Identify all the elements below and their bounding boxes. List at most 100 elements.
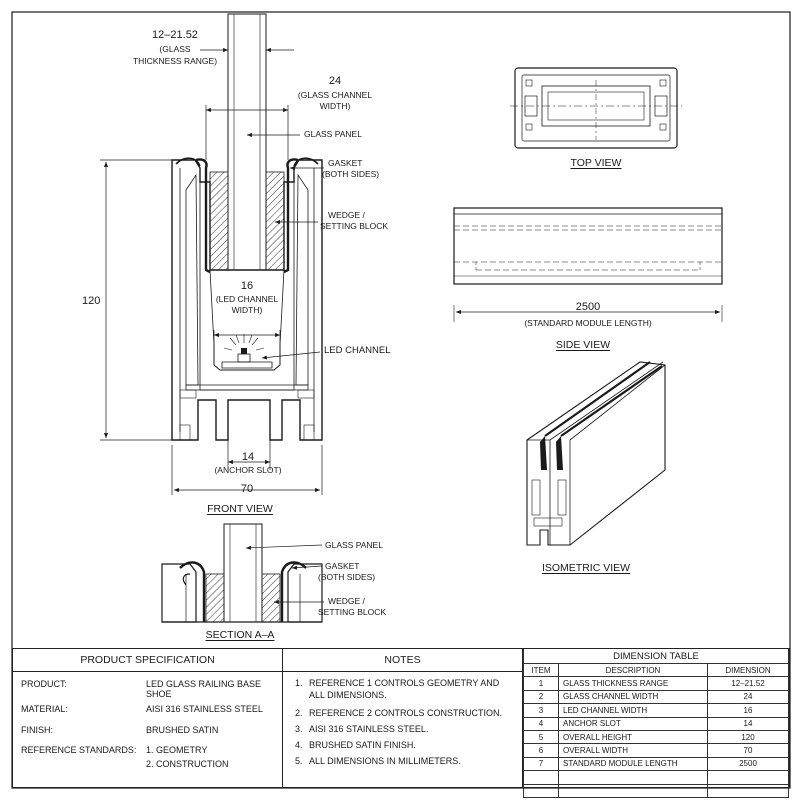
spec-key: FINISH:: [21, 725, 54, 735]
table-cell: 6: [523, 743, 559, 758]
table-cell: ANCHOR SLOT: [558, 716, 708, 731]
spec-key: MATERIAL:: [21, 704, 68, 714]
column-header: DIMENSION: [707, 662, 789, 678]
table-cell: [523, 770, 559, 785]
table-cell: LED CHANNEL WIDTH: [558, 703, 708, 718]
led-width-label: (LED CHANNEL: [215, 294, 279, 304]
table-cell: 3: [523, 703, 559, 718]
product-specification: PRODUCT SPECIFICATION PRODUCT: LED GLASS…: [13, 649, 283, 787]
section-view-title: SECTION A–A: [205, 629, 275, 641]
gasket-sides-label: (BOTH SIDES): [322, 169, 380, 179]
spec-heading: PRODUCT SPECIFICATION: [13, 649, 282, 672]
front-view-title: FRONT VIEW: [207, 503, 273, 515]
table-cell: [523, 783, 559, 798]
table-cell: 24: [707, 689, 789, 705]
dimension-table: DIMENSION TABLE ITEM DESCRIPTION DIMENSI…: [523, 649, 789, 798]
table-cell: 70: [707, 743, 789, 758]
note-text: AISI 316 STAINLESS STEEL.: [309, 724, 429, 734]
note-text: BRUSHED SATIN FINISH.: [309, 740, 416, 750]
note-text: REFERENCE 2 CONTROLS CONSTRUCTION.: [309, 708, 503, 718]
front-view-drawing: [171, 13, 323, 441]
left-wedge: [209, 171, 229, 271]
note-number: 4.: [295, 740, 303, 750]
table-cell: 16: [707, 703, 789, 718]
table-cell: 7: [523, 756, 559, 772]
table-cell: 5: [523, 729, 559, 745]
section-gasket-label: GASKET: [325, 561, 360, 571]
wedge-label: WEDGE /: [328, 210, 365, 220]
glass-thickness-value: 12–21.52: [152, 29, 198, 41]
anchor-slot-value: 14: [241, 451, 255, 463]
module-length-label: (STANDARD MODULE LENGTH): [524, 318, 652, 328]
channel-width-label-2: WIDTH): [319, 101, 351, 111]
right-wedge: [265, 171, 285, 271]
dimension-table-grid: DIMENSION TABLE ITEM DESCRIPTION DIMENSI…: [523, 649, 789, 798]
spec-value: 1. GEOMETRY: [146, 745, 208, 755]
table-cell: [558, 783, 708, 798]
note-item: 1. REFERENCE 1 CONTROLS GEOMETRY AND ALL…: [295, 677, 516, 701]
channel-width-value: 24: [328, 75, 342, 87]
isometric-view-drawing: [526, 361, 666, 546]
column-header: DESCRIPTION: [558, 662, 708, 678]
table-cell: STANDARD MODULE LENGTH: [558, 756, 708, 772]
led-width-value: 16: [240, 280, 254, 292]
table-cell: 12–21.52: [707, 676, 789, 691]
table-cell: 2500: [707, 756, 789, 772]
top-view-drawing: [510, 67, 682, 149]
left-gasket: [195, 158, 211, 274]
note-text: REFERENCE 1 CONTROLS GEOMETRY AND ALL DI…: [309, 678, 500, 700]
notes-panel: NOTES 1. REFERENCE 1 CONTROLS GEOMETRY A…: [283, 649, 523, 787]
note-number: 2.: [295, 708, 303, 718]
table-cell: [558, 770, 708, 785]
glass-thickness-label-2: THICKNESS RANGE): [132, 56, 218, 66]
module-length-value: 2500: [575, 301, 601, 313]
column-header: ITEM: [523, 662, 559, 678]
side-view-drawing: [453, 207, 723, 322]
table-cell: GLASS CHANNEL WIDTH: [558, 689, 708, 705]
notes-heading: NOTES: [283, 649, 522, 672]
table-cell: 2: [523, 689, 559, 705]
sheet-border: [11, 11, 791, 789]
table-cell: GLASS THICKNESS RANGE: [558, 676, 708, 691]
channel-width-label: (GLASS CHANNEL: [297, 90, 373, 100]
table-cell: [707, 783, 789, 798]
title-block: PRODUCT SPECIFICATION PRODUCT: LED GLASS…: [12, 648, 790, 798]
dimension-table-title: DIMENSION TABLE: [523, 649, 789, 664]
right-gasket: [283, 158, 299, 274]
led-channel: [221, 361, 273, 369]
spec-value: LED GLASS RAILING BASE SHOE: [146, 679, 262, 699]
spec-value: BRUSHED SATIN: [146, 725, 219, 735]
isometric-view-title: ISOMETRIC VIEW: [541, 562, 631, 574]
section-glass-panel-label: GLASS PANEL: [325, 540, 383, 550]
overall-height-value: 120: [82, 295, 101, 307]
anchor-slot-label: (ANCHOR SLOT): [214, 465, 282, 475]
note-text: ALL DIMENSIONS IN MILLIMETERS.: [309, 756, 461, 766]
overall-width-value: 70: [240, 483, 254, 495]
note-number: 3.: [295, 724, 303, 734]
table-cell: 120: [707, 729, 789, 745]
note-number: 1.: [295, 678, 303, 688]
led-width-label-2: WIDTH): [231, 305, 263, 315]
table-cell: OVERALL HEIGHT: [558, 729, 708, 745]
setting-block-label: SETTING BLOCK: [320, 221, 389, 231]
table-cell: 1: [523, 676, 559, 691]
spec-value: 2. CONSTRUCTION: [146, 759, 229, 769]
table-cell: 4: [523, 716, 559, 731]
section-gasket-sides-label: (BOTH SIDES): [318, 572, 376, 582]
section-wedge-label: WEDGE /: [328, 596, 365, 606]
spec-key: PRODUCT:: [21, 679, 68, 689]
front-view-dimensions: [100, 40, 324, 495]
table-row-empty: [523, 783, 789, 798]
section-setting-block-label: SETTING BLOCK: [318, 607, 387, 617]
top-view-title: TOP VIEW: [570, 157, 622, 169]
note-number: 5.: [295, 756, 303, 766]
